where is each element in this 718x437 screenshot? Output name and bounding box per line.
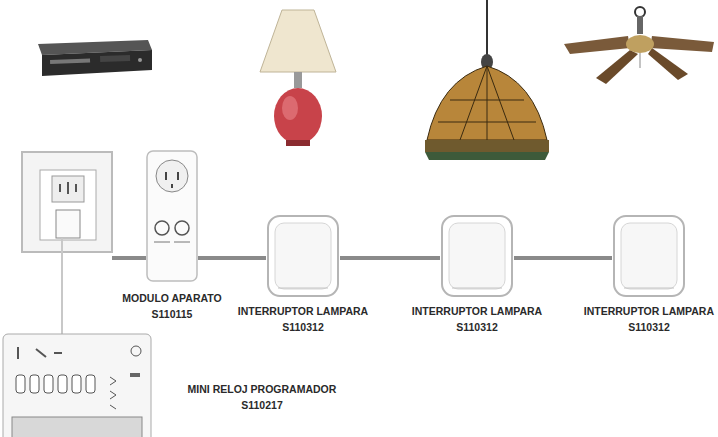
part-number: S110115	[152, 308, 193, 321]
switch-shadow	[278, 288, 328, 289]
part-number: S110312	[456, 321, 497, 334]
wall-outlet-picture	[22, 152, 146, 335]
connector-wire	[514, 256, 612, 260]
module-device	[146, 150, 198, 282]
part-number: S110217	[241, 399, 282, 412]
module-housing	[147, 151, 197, 281]
module-socket	[156, 160, 188, 192]
part-number: S110312	[282, 321, 323, 334]
clock-button	[86, 375, 95, 393]
connector-wire	[198, 256, 266, 260]
clock-node: MINI RELOJ PROGRAMADORS110217	[2, 333, 152, 437]
switch-device	[266, 214, 340, 298]
vcr-picture	[38, 40, 152, 76]
switch-device	[440, 214, 514, 298]
clock-arrows	[110, 377, 116, 409]
switch-device	[612, 214, 686, 298]
dial-base	[154, 242, 190, 243]
switch-rocker	[275, 223, 331, 289]
clock-knob	[131, 346, 141, 356]
clock-device	[2, 333, 152, 437]
switch-rocker	[621, 223, 677, 289]
clock-button	[58, 375, 67, 393]
clock-button	[72, 375, 81, 393]
pendant-lamp-picture	[425, 0, 549, 160]
module-node: MODULO APARATOS110115	[146, 150, 198, 282]
table-lamp-picture	[260, 10, 336, 146]
ceiling-fan-picture	[564, 7, 714, 84]
switch-node: INTERRUPTOR LAMPARAS110312	[612, 214, 686, 298]
switch-plate	[442, 216, 512, 296]
module-dial	[155, 221, 169, 235]
clock-button	[30, 375, 39, 393]
switch-shadow	[452, 288, 502, 289]
switch-rocker	[449, 223, 505, 289]
switch-node: INTERRUPTOR LAMPARAS110312	[440, 214, 514, 298]
socket-pins	[166, 172, 178, 188]
clock-switch	[130, 373, 140, 377]
device-label: MINI RELOJ PROGRAMADOR	[188, 383, 337, 396]
clock-button	[44, 375, 53, 393]
device-label: INTERRUPTOR LAMPARA	[238, 305, 368, 318]
module-dial	[175, 221, 189, 235]
switch-shadow	[624, 288, 674, 289]
device-label: INTERRUPTOR LAMPARA	[412, 305, 542, 318]
switch-plate	[614, 216, 684, 296]
device-label: MODULO APARATO	[122, 292, 221, 305]
clock-marks	[18, 347, 62, 359]
part-number: S110312	[628, 321, 669, 334]
device-label: INTERRUPTOR LAMPARA	[584, 305, 714, 318]
switch-plate	[268, 216, 338, 296]
switch-node: INTERRUPTOR LAMPARAS110312	[266, 214, 340, 298]
clock-button	[16, 375, 25, 393]
clock-housing	[3, 334, 151, 437]
connector-wire	[340, 256, 440, 260]
clock-display	[12, 417, 142, 437]
